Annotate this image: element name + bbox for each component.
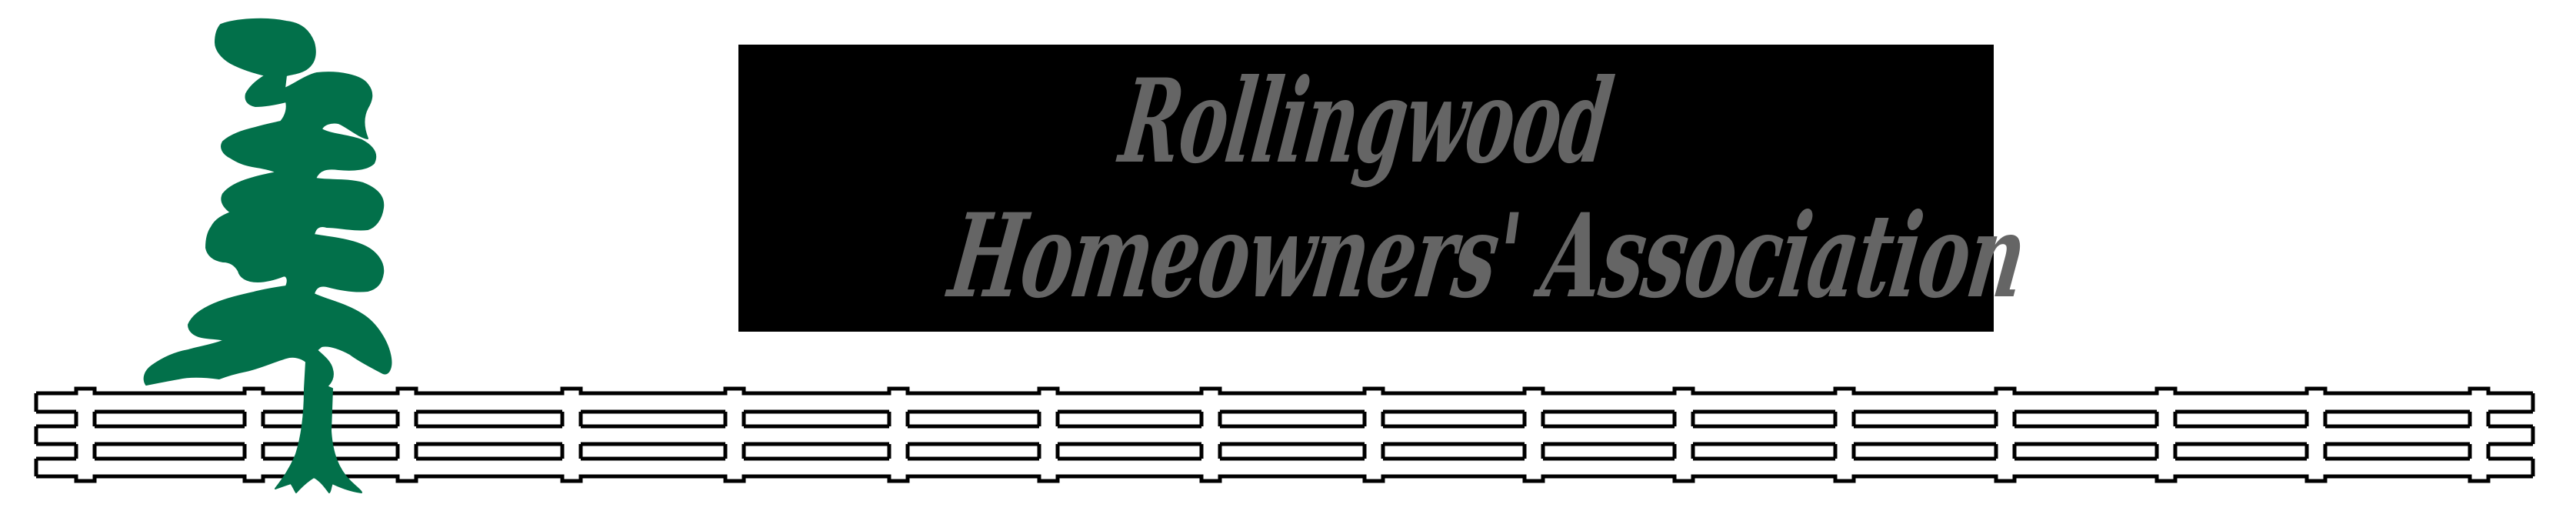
association-name-line-2: Homeowners' Association [942,189,2034,324]
title-box: Rollingwood Homeowners' Association [738,45,2034,332]
tree-icon [143,18,392,493]
association-name-line-1: Rollingwood [1113,54,1619,189]
fence-icon [34,386,2535,483]
